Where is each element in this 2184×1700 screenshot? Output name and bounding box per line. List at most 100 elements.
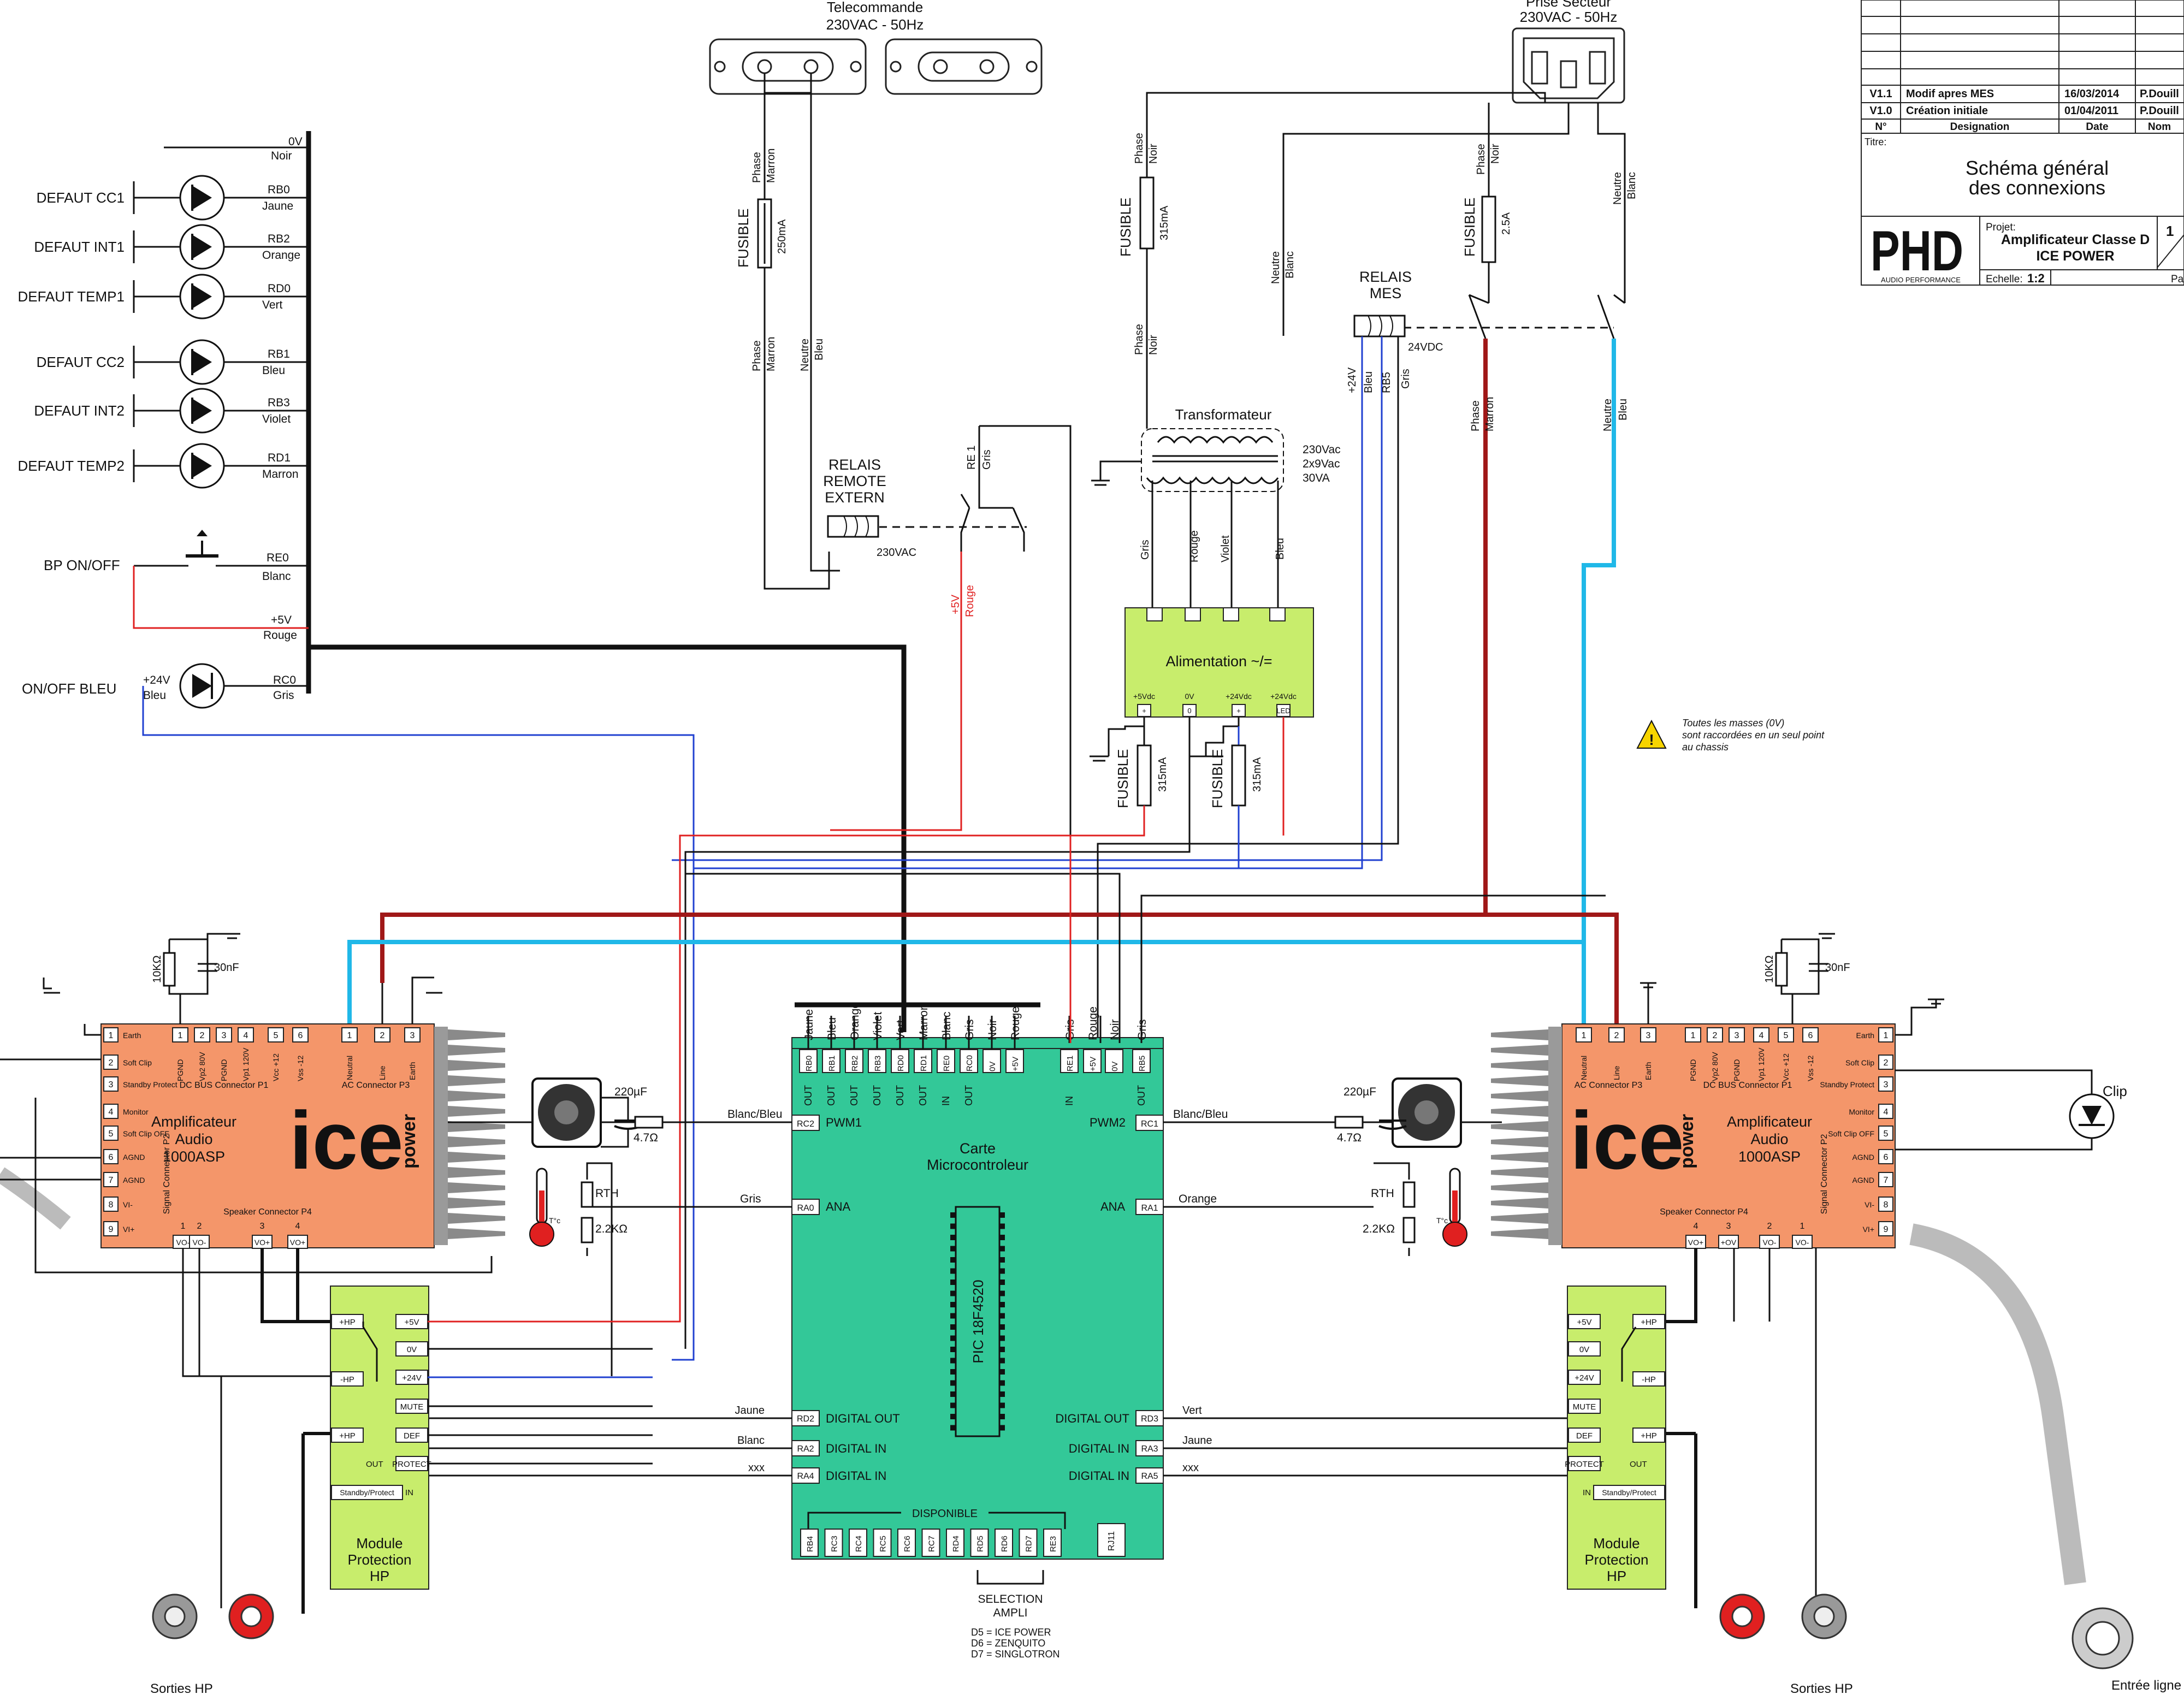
fault-led-pin: RD0 xyxy=(268,282,291,295)
svg-text:Protection: Protection xyxy=(347,1551,411,1568)
svg-text:24VDC: 24VDC xyxy=(1408,341,1443,353)
mcu-top-pin-dir: OUT xyxy=(872,1085,883,1106)
prot-right-in: IN xyxy=(1583,1488,1591,1497)
mcu-bottom-pin xyxy=(873,1529,892,1557)
bp-supply-color: Rouge xyxy=(263,629,297,642)
dc-pin-name: Vcc +12 xyxy=(271,1053,280,1081)
fault-led-label: DEFAUT TEMP2 xyxy=(17,458,125,474)
signal-pin-number: 2 xyxy=(1884,1058,1889,1068)
svg-text:RE 1: RE 1 xyxy=(966,446,978,470)
sorties-hp-left: Sorties HP xyxy=(150,1681,213,1696)
prot-right-ctrl-label: +24V xyxy=(1575,1373,1594,1383)
mcu-top-right-pin xyxy=(1132,1049,1151,1073)
mcu-bottom-pin xyxy=(946,1529,964,1557)
mcu-right-io-pin xyxy=(1135,1410,1164,1426)
svg-text:220µF: 220µF xyxy=(614,1086,647,1098)
title-line2: des connexions xyxy=(1969,176,2105,199)
prot-left-ctrl-pin xyxy=(395,1427,428,1443)
mcu-right-io-wire: Vert xyxy=(1182,1405,1202,1417)
speaker-pin-number: 1 xyxy=(1800,1222,1805,1231)
mcu-top-wire-color: Violet xyxy=(872,1012,884,1040)
alimentation-module: Alimentation ~/= ++5Vdc00V++24VdcLED+24V… xyxy=(653,607,1314,1349)
bp-supply: +5V xyxy=(271,614,292,626)
ac-pin-number: 3 xyxy=(410,1031,415,1040)
signal-pin-name: Earth xyxy=(1856,1031,1874,1040)
rev-v10: V1.0 xyxy=(1869,105,1892,117)
mcu-bottom-pin-label: RD5 xyxy=(976,1536,985,1552)
page-label: Pa xyxy=(2171,274,2184,285)
svg-text:FUSIBLE: FUSIBLE xyxy=(1209,749,1226,808)
svg-text:RTH: RTH xyxy=(595,1187,619,1200)
svg-text:1000ASP: 1000ASP xyxy=(163,1148,225,1165)
signal-pin xyxy=(1878,1076,1893,1092)
alimentation-label: Alimentation ~/= xyxy=(1165,653,1272,670)
mcu-left-io-label: DIGITAL IN xyxy=(826,1442,886,1455)
dc-pin-name: PGND xyxy=(220,1059,228,1081)
mcu-bottom-pin xyxy=(970,1529,989,1557)
ac-pin xyxy=(374,1027,390,1042)
dc-pin-number: 6 xyxy=(298,1031,303,1040)
prot-right-ctrl-pin xyxy=(1568,1341,1601,1357)
mcu-left-io-pin xyxy=(791,1467,820,1484)
svg-text:Phase: Phase xyxy=(1133,133,1145,164)
svg-text:!: ! xyxy=(1649,731,1654,748)
signal-pin-number: 4 xyxy=(109,1107,114,1117)
svg-text:D7 = SINGLOTRON: D7 = SINGLOTRON xyxy=(971,1649,1060,1660)
ice-logo-right: ice xyxy=(1570,1094,1684,1186)
mcu-top-wire-color: Noir xyxy=(986,1019,999,1040)
dc-pin xyxy=(292,1027,309,1042)
titre-label: Titre: xyxy=(1865,137,1886,147)
heatsink-right xyxy=(1548,1027,1562,1245)
signal-pin-number: 3 xyxy=(1884,1080,1889,1089)
telecommande-label: Telecommande xyxy=(827,0,923,15)
mcu-top-wire-color: Orange xyxy=(849,1002,861,1040)
alim-pin xyxy=(1276,704,1291,717)
svg-text:Audio: Audio xyxy=(175,1131,212,1147)
svg-text:RTH: RTH xyxy=(1371,1187,1394,1200)
dc-pin xyxy=(1753,1027,1769,1042)
alim-pin-mark: + xyxy=(1142,707,1146,715)
rev-v11-date: 16/03/2014 xyxy=(2064,88,2120,100)
svg-text:PWM1: PWM1 xyxy=(826,1116,862,1129)
signal-pin-name: Standby Protect xyxy=(123,1080,177,1089)
svg-text:AUDIO PERFORMANCE: AUDIO PERFORMANCE xyxy=(1881,276,1961,284)
clip-led: Clip xyxy=(1895,1069,2127,1151)
signal-pin-number: 1 xyxy=(1884,1031,1889,1040)
right-cooling: 220µF 4.7Ω RTH 2.2KΩ T°c xyxy=(1334,1077,1467,1256)
svg-text:Noir: Noir xyxy=(1147,144,1159,164)
svg-text:Speaker Connector P4: Speaker Connector P4 xyxy=(1660,1207,1748,1217)
svg-text:+5V: +5V xyxy=(950,594,962,614)
svg-text:Bleu: Bleu xyxy=(1617,399,1629,420)
mcu-top-pin xyxy=(845,1049,863,1073)
svg-text:220µF: 220µF xyxy=(1343,1086,1376,1098)
relais-mes-coil xyxy=(1353,315,1406,337)
rca-left-red-icon xyxy=(228,1594,274,1639)
svg-text:Gris: Gris xyxy=(1139,540,1151,560)
title-line1: Schéma général xyxy=(1966,157,2109,179)
prot-left-ctrl-pin xyxy=(395,1314,428,1329)
ac-pin xyxy=(1576,1027,1592,1042)
svg-text:RB5: RB5 xyxy=(1381,372,1393,393)
rev-v10-name: P.Douill xyxy=(2140,105,2179,117)
phase-distribution-wire xyxy=(380,913,1619,1032)
prot-right-standby xyxy=(1593,1485,1665,1500)
svg-text:Blanc/Bleu: Blanc/Bleu xyxy=(1173,1108,1228,1121)
mcu-top-pin-label: RD0 xyxy=(896,1055,905,1071)
svg-text:Orange: Orange xyxy=(1179,1193,1217,1205)
signal-pin-name: Standby Protect xyxy=(1820,1080,1874,1089)
fault-led-label: DEFAUT CC2 xyxy=(37,354,125,370)
sheet-number: 1 xyxy=(2166,223,2174,239)
prot-left-out: OUT xyxy=(366,1460,383,1469)
signal-pin xyxy=(103,1149,119,1164)
mcu-top-right-pin xyxy=(1083,1049,1102,1073)
ac-pin-number: 3 xyxy=(1646,1031,1651,1040)
fault-led-color: Violet xyxy=(262,413,291,425)
mcu-top-right-dir: OUT xyxy=(1136,1085,1147,1106)
push-arrow-icon xyxy=(197,530,208,536)
mcu-bottom-pin-label: RC7 xyxy=(927,1536,937,1552)
signal-pin-number: 4 xyxy=(1884,1107,1889,1117)
prise-secteur: Prise Secteur 230VAC - 50Hz xyxy=(1512,0,1625,104)
mcu-top-pin-dir: OUT xyxy=(803,1085,814,1106)
mcu-top-pin-dir: OUT xyxy=(826,1085,837,1106)
